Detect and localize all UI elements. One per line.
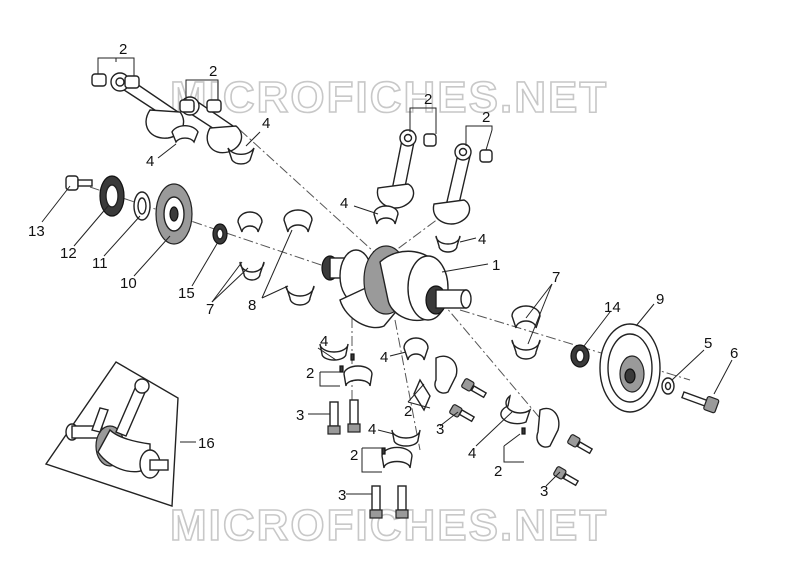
callout-1: 1 (492, 257, 500, 274)
callout-2: 2 (209, 63, 217, 80)
bearing-shell-4-center (403, 337, 429, 361)
main-bearing-7-c (511, 305, 541, 329)
main-bearing-7-b (239, 261, 265, 281)
screw-13 (65, 175, 93, 191)
main-bearing-7-d (511, 339, 541, 360)
callout-2: 2 (119, 41, 127, 58)
callout-4: 4 (478, 231, 486, 248)
connecting-rod-right-2 (432, 143, 472, 225)
callout-2: 2 (482, 109, 490, 126)
callout-3: 3 (338, 487, 346, 504)
callout-10: 10 (120, 275, 137, 292)
watermark-top: MICROFICHES.NET (170, 73, 608, 122)
bushing-pair-left-2 (179, 99, 222, 113)
callout-3: 3 (436, 421, 444, 438)
bushing-pair-left-1 (91, 73, 140, 89)
callout-16: 16 (198, 435, 215, 452)
callout-3: 3 (296, 407, 304, 424)
callout-11: 11 (92, 255, 108, 272)
main-bearing-8-a (283, 209, 313, 233)
bearing-shell-4-right-b (435, 235, 461, 253)
leader-lines (41, 57, 733, 495)
main-bearing-8-b (285, 285, 315, 306)
callout-15: 15 (178, 285, 195, 302)
watermark-bottom: MICROFICHES.NET (170, 501, 608, 550)
bearing-shell-4-left-a (171, 125, 199, 144)
callout-12: 12 (60, 245, 77, 262)
main-bearing-7-a (237, 211, 263, 233)
rod-cap-right-b (500, 394, 594, 487)
crankshaft-1 (321, 245, 472, 329)
callout-labels: 1 2 2 2 2 2 2 2 2 3 3 3 3 4 4 4 4 4 4 4 … (28, 41, 738, 504)
callout-7: 7 (206, 301, 214, 318)
callout-2: 2 (494, 463, 502, 480)
rod-cap-right-a (413, 355, 488, 423)
bolt-6 (681, 391, 720, 414)
callout-4: 4 (340, 195, 348, 212)
callout-2: 2 (404, 403, 412, 420)
callout-2: 2 (350, 447, 358, 464)
bolts-3-center-b (369, 485, 409, 519)
bearing-shell-4-right-a (373, 205, 399, 225)
callout-4: 4 (320, 333, 328, 350)
callout-4: 4 (380, 349, 388, 366)
flywheel-9 (599, 323, 661, 413)
callout-8: 8 (248, 297, 256, 314)
washer-5 (661, 377, 675, 395)
bushing-right-2 (479, 149, 493, 163)
callout-2: 2 (306, 365, 314, 382)
callout-3: 3 (540, 483, 548, 500)
seal-15 (212, 223, 228, 245)
gear-10 (155, 183, 193, 245)
connecting-rod-right-1 (376, 129, 417, 209)
seal-14 (570, 344, 590, 368)
callout-14: 14 (604, 299, 621, 316)
callout-9: 9 (656, 291, 664, 308)
bolts-3-center-a (327, 399, 361, 435)
callout-13: 13 (28, 223, 45, 240)
sprocket-12 (99, 175, 125, 217)
callout-2: 2 (424, 91, 432, 108)
callout-4: 4 (368, 421, 376, 438)
bushing-right-1 (423, 133, 437, 147)
rod-cap-center-b (381, 429, 421, 469)
washer-11 (133, 191, 151, 221)
callout-5: 5 (704, 335, 712, 352)
callout-6: 6 (730, 345, 738, 362)
rod-cap-center-a (319, 343, 373, 387)
callout-7: 7 (552, 269, 560, 286)
bearing-shell-4-left-b (227, 147, 255, 165)
crankshaft-assembly-16 (44, 361, 179, 507)
callout-4: 4 (146, 153, 154, 170)
callout-4: 4 (468, 445, 476, 462)
callout-4: 4 (262, 115, 270, 132)
